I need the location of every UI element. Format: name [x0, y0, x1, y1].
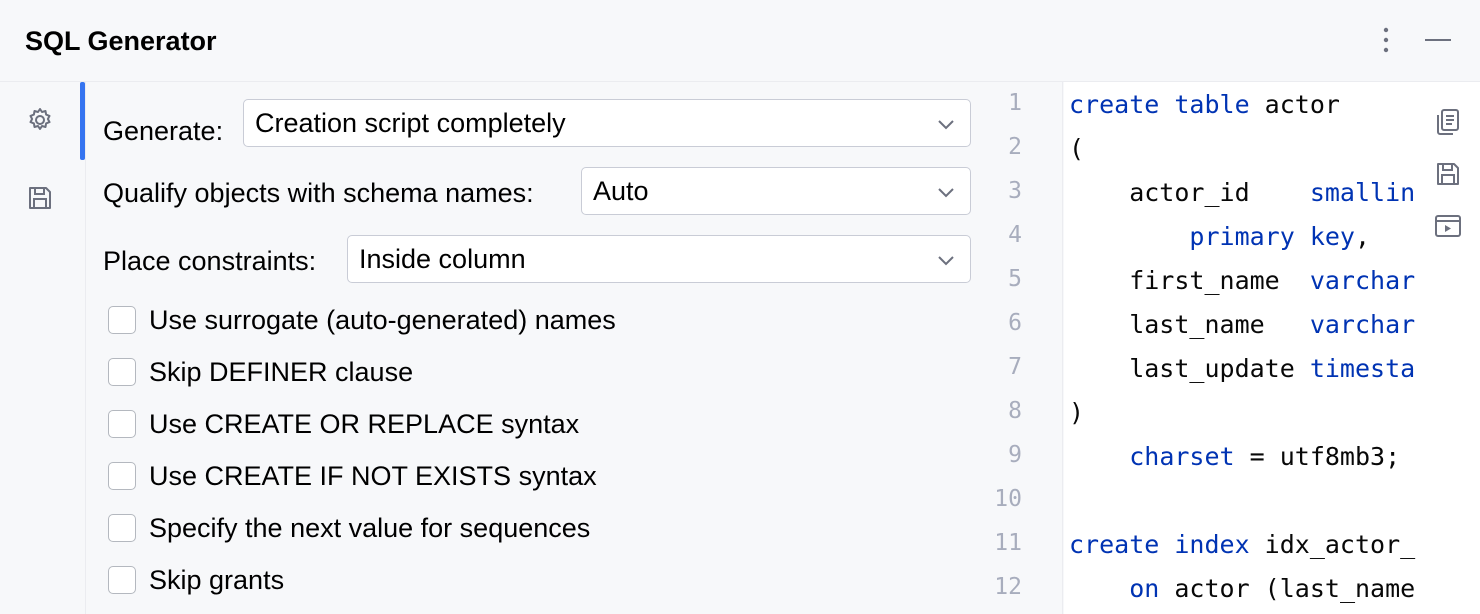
- sql-text: last_name: [1069, 310, 1310, 339]
- code-line: (: [1069, 134, 1084, 163]
- tool-window-title: SQL Generator: [25, 26, 217, 57]
- minimize-icon[interactable]: [1420, 22, 1456, 58]
- checkbox[interactable]: [108, 306, 136, 334]
- checkbox-row[interactable]: Skip DEFINER clause: [108, 352, 413, 392]
- line-number: 2: [1008, 134, 1022, 160]
- run-console-icon[interactable]: [1430, 208, 1466, 244]
- generate-combobox[interactable]: Creation script completely: [243, 99, 971, 147]
- sql-keyword: smallint: [1310, 178, 1416, 207]
- constraints-value: Inside column: [359, 244, 526, 275]
- qualify-label: Qualify objects with schema names:: [103, 178, 534, 209]
- chevron-down-icon: [934, 180, 958, 204]
- sql-keyword: create index: [1069, 530, 1250, 559]
- sql-text: [1069, 574, 1129, 603]
- sql-keyword: on: [1129, 574, 1159, 603]
- line-number-gutter: 123456789101112: [986, 82, 1063, 614]
- checkbox-row[interactable]: Skip grants: [108, 560, 284, 600]
- chevron-down-icon: [934, 248, 958, 272]
- active-tab-indicator: [80, 82, 85, 160]
- sql-keyword: charset: [1129, 442, 1234, 471]
- sql-text: actor_id: [1069, 178, 1310, 207]
- code-line: ): [1069, 398, 1084, 427]
- qualify-row: Qualify objects with schema names:: [103, 168, 534, 218]
- save-icon[interactable]: [22, 180, 58, 216]
- checkbox[interactable]: [108, 566, 136, 594]
- line-number: 5: [1008, 266, 1022, 292]
- constraints-combobox[interactable]: Inside column: [347, 235, 971, 283]
- code-line: create table actor: [1069, 90, 1340, 119]
- qualify-combobox[interactable]: Auto: [581, 167, 971, 215]
- sql-preview-editor[interactable]: create table actor ( actor_id smallint pr…: [1064, 82, 1416, 614]
- sql-text: = utf8mb3;: [1235, 442, 1401, 471]
- code-line: charset = utf8mb3;: [1069, 442, 1400, 471]
- checkbox-row[interactable]: Use CREATE OR REPLACE syntax: [108, 404, 579, 444]
- checkbox-label: Use CREATE OR REPLACE syntax: [149, 409, 579, 440]
- checkbox-label: Skip grants: [149, 565, 284, 596]
- code-line: actor_id smallint: [1069, 178, 1416, 207]
- constraints-row: Place constraints:: [103, 236, 316, 286]
- sql-text: actor (last_name): [1159, 574, 1416, 603]
- checkbox-label: Skip DEFINER clause: [149, 357, 413, 388]
- tool-window-header: SQL Generator: [0, 0, 1480, 82]
- generate-row: Generate:: [103, 106, 223, 156]
- code-line: last_update timestamp: [1069, 354, 1416, 383]
- code-line: primary key,: [1069, 222, 1370, 251]
- line-number: 6: [1008, 310, 1022, 336]
- line-number: 8: [1008, 398, 1022, 424]
- checkbox[interactable]: [108, 462, 136, 490]
- checkbox[interactable]: [108, 358, 136, 386]
- checkbox-label: Use surrogate (auto-generated) names: [149, 305, 616, 336]
- sql-keyword: create table: [1069, 90, 1250, 119]
- gear-icon[interactable]: [22, 102, 58, 138]
- checkbox[interactable]: [108, 514, 136, 542]
- sql-text: idx_actor_last_name: [1250, 530, 1416, 559]
- left-toolbar: [0, 82, 86, 614]
- sql-text: [1069, 442, 1129, 471]
- checkbox[interactable]: [108, 410, 136, 438]
- generate-value: Creation script completely: [255, 108, 566, 139]
- line-number: 7: [1008, 354, 1022, 380]
- line-number: 3: [1008, 178, 1022, 204]
- constraints-label: Place constraints:: [103, 246, 316, 277]
- line-number: 12: [994, 574, 1022, 600]
- copy-icon[interactable]: [1430, 104, 1466, 140]
- sql-text: last_update: [1069, 354, 1310, 383]
- checkbox-row[interactable]: Use surrogate (auto-generated) names: [108, 300, 616, 340]
- checkbox-label: Use CREATE IF NOT EXISTS syntax: [149, 461, 597, 492]
- sql-keyword: varchar: [1310, 310, 1415, 339]
- sql-text: ,: [1355, 222, 1370, 251]
- checkbox-row[interactable]: Use CREATE IF NOT EXISTS syntax: [108, 456, 597, 496]
- line-number: 11: [994, 530, 1022, 556]
- line-number: 4: [1008, 222, 1022, 248]
- sql-text: [1069, 222, 1189, 251]
- sql-text: first_name: [1069, 266, 1310, 295]
- chevron-down-icon: [934, 112, 958, 136]
- options-panel: Generate: Creation script completely Qua…: [86, 82, 986, 614]
- save-icon[interactable]: [1430, 156, 1466, 192]
- line-number: 10: [994, 486, 1022, 512]
- code-line: first_name varchar: [1069, 266, 1415, 295]
- editor-toolbar: [1416, 82, 1480, 614]
- code-line: on actor (last_name): [1069, 574, 1416, 603]
- line-number: 1: [1008, 90, 1022, 116]
- sql-text: actor: [1250, 90, 1340, 119]
- sql-keyword: timestamp: [1310, 354, 1416, 383]
- sql-text: (: [1069, 134, 1084, 163]
- code-line: last_name varchar: [1069, 310, 1415, 339]
- generate-label: Generate:: [103, 116, 223, 147]
- sql-keyword: varchar: [1310, 266, 1415, 295]
- more-vertical-icon[interactable]: [1368, 22, 1404, 58]
- qualify-value: Auto: [593, 176, 649, 207]
- code-line: create index idx_actor_last_name: [1069, 530, 1416, 559]
- sql-keyword: primary key: [1189, 222, 1355, 251]
- line-number: 9: [1008, 442, 1022, 468]
- checkbox-row[interactable]: Specify the next value for sequences: [108, 508, 590, 548]
- sql-text: ): [1069, 398, 1084, 427]
- checkbox-label: Specify the next value for sequences: [149, 513, 590, 544]
